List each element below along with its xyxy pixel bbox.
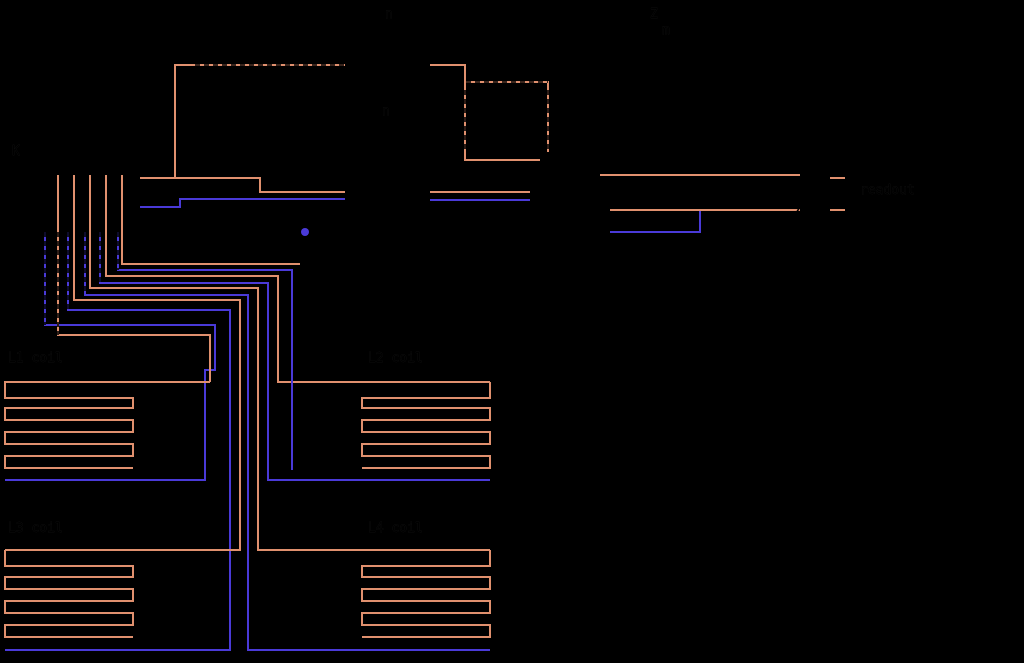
switch-symbol — [794, 164, 826, 216]
harness-ink — [44, 232, 119, 335]
mid-left-label: n — [382, 104, 390, 119]
harness-wire-b2 — [5, 232, 231, 651]
coil-top-left: L1 coil — [4, 351, 210, 469]
harness-wire-b4 — [99, 232, 490, 481]
coil-bottom-right: L4 coil — [361, 521, 491, 638]
harness-wire-b3 — [84, 232, 490, 651]
coil-top-left-trace — [4, 381, 210, 469]
top-right-lead — [564, 24, 640, 150]
main-signal-wire — [140, 177, 345, 193]
coil-top-right-label: L2 coil — [368, 351, 423, 366]
signal-chain — [14, 24, 1010, 236]
node-dot-blue — [301, 228, 309, 236]
top-note-label: n — [385, 7, 393, 22]
harness-wire-o4 — [105, 232, 490, 383]
upper-stage-wire — [430, 64, 549, 152]
opamp-stage-ink — [430, 81, 549, 150]
harness-wire-o1 — [57, 232, 211, 382]
coil-bottom-left-trace — [4, 550, 134, 638]
left-rail-label: K — [12, 144, 20, 159]
coil-top-left-label: L1 coil — [8, 351, 63, 366]
coil-top-right: L2 coil — [361, 351, 491, 469]
main-return-wire — [140, 198, 345, 208]
coil-bottom-left-label: L3 coil — [8, 521, 63, 536]
top-right-sub-label: m — [662, 23, 670, 38]
harness-wire-o5 — [121, 232, 300, 265]
coil-top-right-trace — [361, 382, 491, 469]
feedback-wire — [464, 82, 540, 161]
top-feed-wire — [140, 64, 345, 179]
harness-wire-o2 — [5, 232, 241, 551]
coil-bottom-right-label: L4 coil — [368, 521, 423, 536]
top-right-label: Z — [650, 7, 658, 22]
output-label: readout — [860, 183, 915, 198]
lower-return-wire — [610, 209, 790, 233]
left-rail-ink — [14, 160, 26, 215]
coil-bottom-right-trace — [361, 550, 491, 638]
coil-bottom-left: L3 coil — [4, 521, 134, 638]
wire-harness — [5, 175, 490, 651]
harness-wire-o3 — [89, 232, 490, 551]
